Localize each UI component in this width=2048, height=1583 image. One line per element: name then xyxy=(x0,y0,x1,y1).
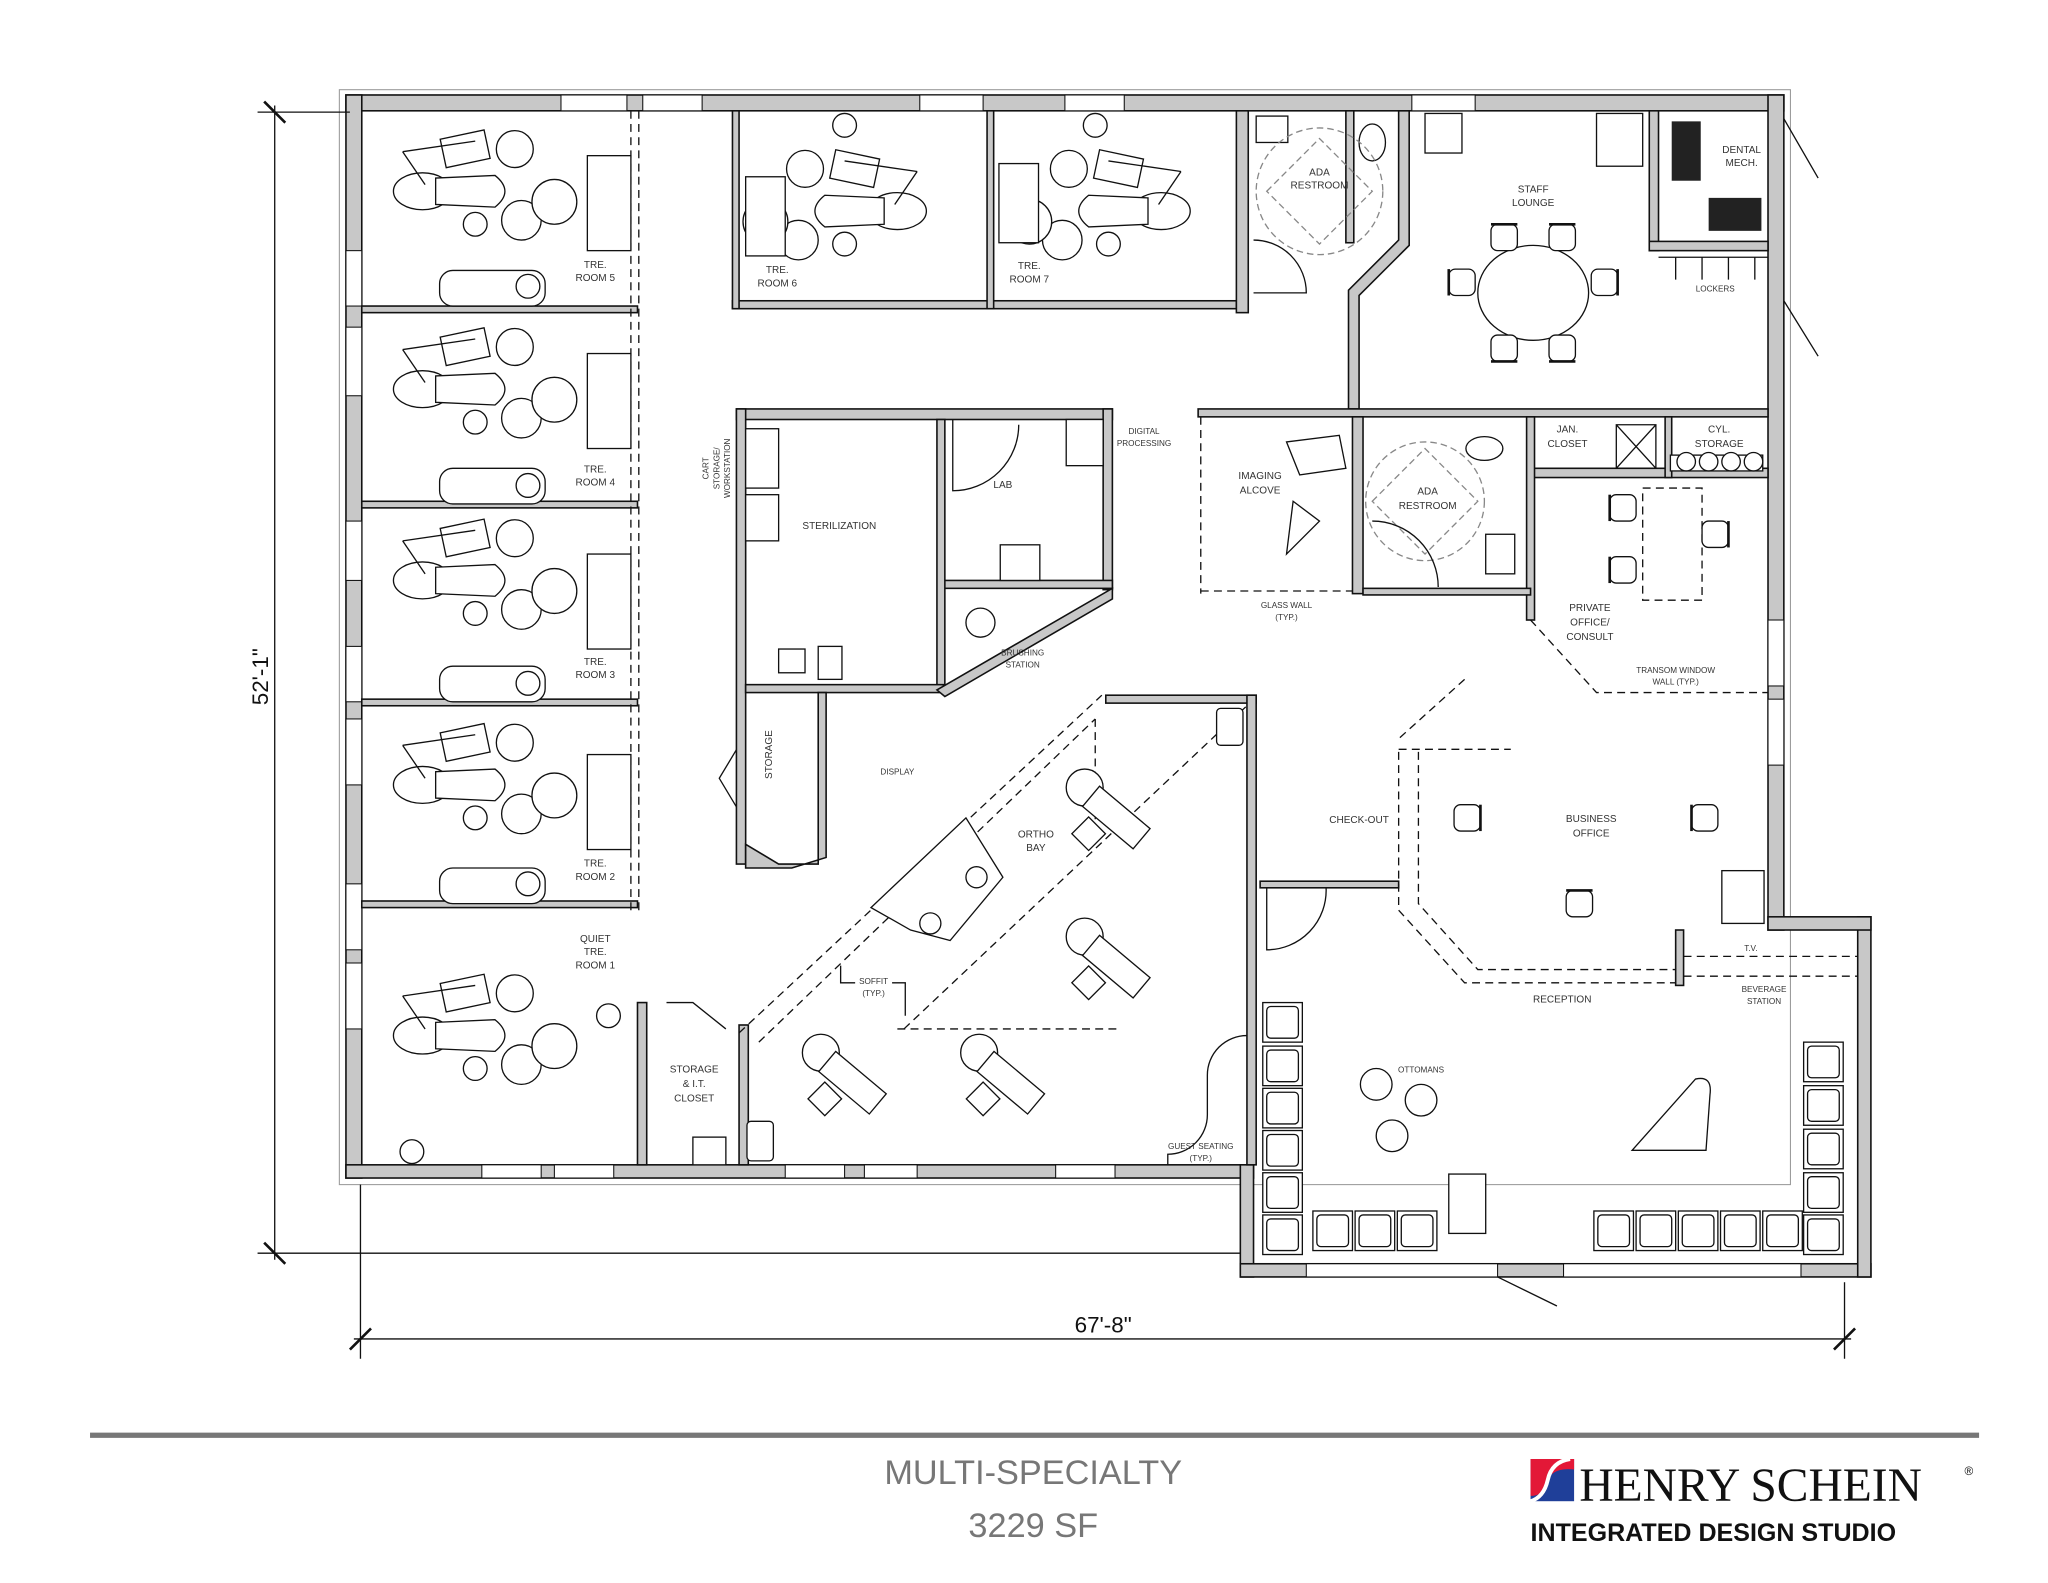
label-private-office: OFFICE/ xyxy=(1570,617,1610,628)
label-ada-restroom-2: ADA xyxy=(1417,487,1438,498)
label-tre-room-4: ROOM 4 xyxy=(576,477,616,488)
label-private-office: PRIVATE xyxy=(1569,603,1611,614)
label-tre-room-3: TRE. xyxy=(584,657,607,668)
label-quiet-tre-room-1: ROOM 1 xyxy=(576,960,616,971)
label-beverage-station: BEVERAGE xyxy=(1742,985,1787,994)
plan-area: 3229 SF xyxy=(968,1507,1098,1545)
label-tre-room-4: TRE. xyxy=(584,464,607,475)
reception-seating xyxy=(1262,1001,1844,1256)
label-storage-it-closet: CLOSET xyxy=(674,1094,714,1105)
label-brushing-station: STATION xyxy=(1006,660,1040,669)
label-jan-closet: JAN. xyxy=(1557,425,1579,436)
ada-restroom-fixtures xyxy=(1253,115,1516,588)
label-business-office: OFFICE xyxy=(1573,828,1610,839)
label-tre-room-3: ROOM 3 xyxy=(576,670,616,681)
label-storage-it-closet: STORAGE xyxy=(670,1064,719,1075)
label-dental-mech: DENTAL xyxy=(1722,145,1761,156)
brand-name: HENRY SCHEIN xyxy=(1579,1460,1922,1512)
label-imaging-alcove: IMAGING xyxy=(1238,471,1282,482)
label-tre-room-5: ROOM 5 xyxy=(576,273,616,284)
label-ortho-bay: BAY xyxy=(1026,843,1046,854)
label-glass-wall: GLASS WALL xyxy=(1261,601,1313,610)
label-brushing-station: BRUSHING xyxy=(1001,649,1044,658)
exterior-walls xyxy=(338,89,1872,1278)
title-block: MULTI-SPECIALTY 3229 SF HENRY SCHEIN ® I… xyxy=(90,1432,1980,1547)
label-lockers: LOCKERS xyxy=(1696,285,1736,294)
label-cart-storage: STORAGE/ xyxy=(712,447,721,490)
label-tre-room-6: ROOM 6 xyxy=(758,278,798,289)
label-tre-room-5: TRE. xyxy=(584,260,607,271)
label-tre-room-7: ROOM 7 xyxy=(1010,274,1050,285)
interior-walls xyxy=(360,110,1858,1166)
label-ada-restroom: RESTROOM xyxy=(1291,181,1349,192)
exterior-doors[interactable] xyxy=(718,118,1819,1307)
label-guest-seating: GUEST SEATING xyxy=(1168,1142,1233,1151)
label-tre-room-7: TRE. xyxy=(1018,261,1041,272)
label-soffit: (TYP.) xyxy=(862,989,885,998)
staff-lounge-table xyxy=(1424,112,1769,363)
brand-studio: INTEGRATED DESIGN STUDIO xyxy=(1531,1519,1897,1547)
windows xyxy=(345,94,1802,1278)
label-storage: STORAGE xyxy=(764,730,775,779)
label-ada-restroom: ADA xyxy=(1309,167,1330,178)
henry-schein-logo: HENRY SCHEIN ® INTEGRATED DESIGN STUDIO xyxy=(1529,1457,1974,1547)
treatment-room-equipment xyxy=(392,112,1191,1165)
label-display: DISPLAY xyxy=(880,767,914,776)
label-tv: T.V. xyxy=(1744,944,1757,953)
label-check-out: CHECK-OUT xyxy=(1329,815,1389,826)
label-reception: RECEPTION xyxy=(1533,995,1591,1006)
label-private-office: CONSULT xyxy=(1566,632,1613,643)
room-labels: TRE. ROOM 5 TRE. ROOM 4 TRE. ROOM 3 TRE.… xyxy=(576,145,1788,1163)
label-ortho-bay: ORTHO xyxy=(1018,830,1054,841)
label-transom-window: TRANSOM WINDOW xyxy=(1636,666,1715,675)
label-cart-storage: WORKSTATION xyxy=(723,438,732,498)
misc-equipment xyxy=(666,418,1765,1166)
label-dental-mech: MECH. xyxy=(1725,158,1757,169)
label-digital-processing: PROCESSING xyxy=(1117,439,1171,448)
label-glass-wall: (TYP.) xyxy=(1275,613,1298,622)
label-staff-lounge: LOUNGE xyxy=(1512,198,1555,209)
label-imaging-alcove: ALCOVE xyxy=(1240,485,1281,496)
label-ada-restroom-2: RESTROOM xyxy=(1399,501,1457,512)
label-transom-window: WALL (TYP.) xyxy=(1652,678,1699,687)
label-digital-processing: DIGITAL xyxy=(1128,427,1160,436)
label-jan-closet: CLOSET xyxy=(1547,439,1587,450)
label-sterilization: STERILIZATION xyxy=(802,521,876,532)
dimension-lines: 52'-1" 67'-8" xyxy=(248,100,1857,1359)
label-lab: LAB xyxy=(993,480,1012,491)
label-cyl-storage: CYL. xyxy=(1708,425,1730,436)
label-tre-room-2: ROOM 2 xyxy=(576,872,616,883)
registered-mark: ® xyxy=(1965,1464,1974,1478)
dimension-height: 52'-1" xyxy=(248,648,273,705)
plan-title: MULTI-SPECIALTY xyxy=(884,1454,1182,1492)
label-tre-room-6: TRE. xyxy=(766,265,789,276)
label-staff-lounge: STAFF xyxy=(1518,185,1549,196)
label-tre-room-2: TRE. xyxy=(584,859,607,870)
label-cyl-storage: STORAGE xyxy=(1695,439,1744,450)
label-cart-storage: CART xyxy=(702,457,711,479)
label-business-office: BUSINESS xyxy=(1566,814,1617,825)
label-beverage-station: STATION xyxy=(1747,997,1781,1006)
label-ottomans: OTTOMANS xyxy=(1398,1065,1445,1074)
soffit-leader xyxy=(839,965,906,1016)
label-guest-seating: (TYP.) xyxy=(1190,1154,1213,1163)
label-quiet-tre-room-1: QUIET xyxy=(580,934,611,945)
label-quiet-tre-room-1: TRE. xyxy=(584,947,607,958)
label-soffit: SOFFIT xyxy=(859,977,888,986)
dimension-width: 67'-8" xyxy=(1075,1312,1132,1337)
label-storage-it-closet: & I.T. xyxy=(683,1079,706,1090)
